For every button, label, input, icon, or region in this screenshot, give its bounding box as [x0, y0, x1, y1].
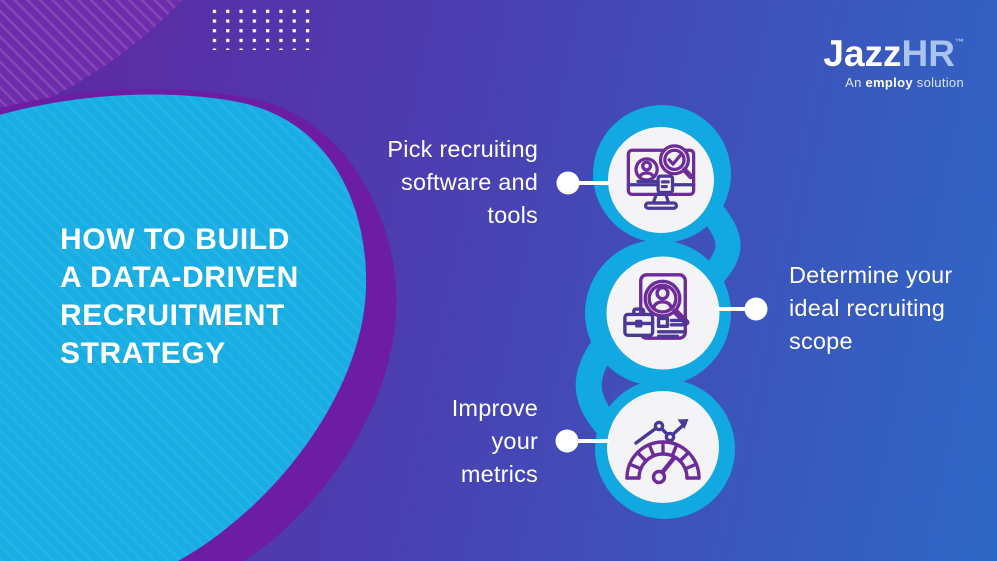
- page-title: HOW TO BUILD A DATA-DRIVEN RECRUITMENT S…: [60, 221, 360, 373]
- step2-connector-dot: [744, 297, 768, 321]
- step3-connector-dot: [555, 429, 579, 453]
- step2-label-line-2: ideal recruiting: [789, 295, 946, 321]
- step3-label-line-1: Improve: [451, 395, 538, 421]
- step1-connector-dot: [556, 171, 580, 195]
- tagline-solution: solution: [916, 75, 964, 90]
- cyan-title-blob: [0, 94, 367, 561]
- jazzhr-wordmark: JazzHR™: [823, 33, 964, 74]
- jazzhr-logo: JazzHR™ An employ solution: [823, 33, 964, 90]
- tagline-an: An: [845, 75, 862, 90]
- step1-label-line-2: software and: [401, 169, 538, 195]
- step3-label: Improve your metrics: [370, 392, 538, 491]
- step2-label-line-1: Determine your: [789, 262, 953, 288]
- step3-label-line-2: your: [491, 428, 538, 454]
- tagline-employ: employ: [865, 75, 913, 90]
- title-line-1: HOW TO BUILD: [60, 223, 290, 256]
- step2-label: Determine your ideal recruiting scope: [789, 259, 989, 358]
- step1-label-line-3: tools: [487, 202, 538, 228]
- logo-jazz-text: Jazz: [823, 33, 902, 74]
- title-line-2: A DATA-DRIVEN: [60, 261, 299, 294]
- step-connectors: [555, 171, 768, 453]
- dot-grid-pattern: [203, 7, 314, 50]
- step2-label-line-3: scope: [789, 328, 853, 354]
- monitor-candidate-search-icon: [626, 144, 696, 210]
- step1-label-line-1: Pick recruiting: [387, 136, 538, 162]
- title-line-3: RECRUITMENT: [60, 299, 285, 332]
- title-line-4: STRATEGY: [60, 337, 226, 370]
- logo-tagline: An employ solution: [823, 75, 964, 90]
- resume-magnifier-briefcase-icon: [623, 273, 690, 340]
- gauge-trend-arrow-icon: [625, 419, 701, 485]
- logo-hr-text: HR: [901, 33, 955, 74]
- step3-label-line-3: metrics: [460, 461, 538, 487]
- logo-trademark: ™: [955, 37, 964, 47]
- step1-label: Pick recruiting software and tools: [330, 133, 538, 232]
- striped-wedge-shape: [0, 0, 182, 120]
